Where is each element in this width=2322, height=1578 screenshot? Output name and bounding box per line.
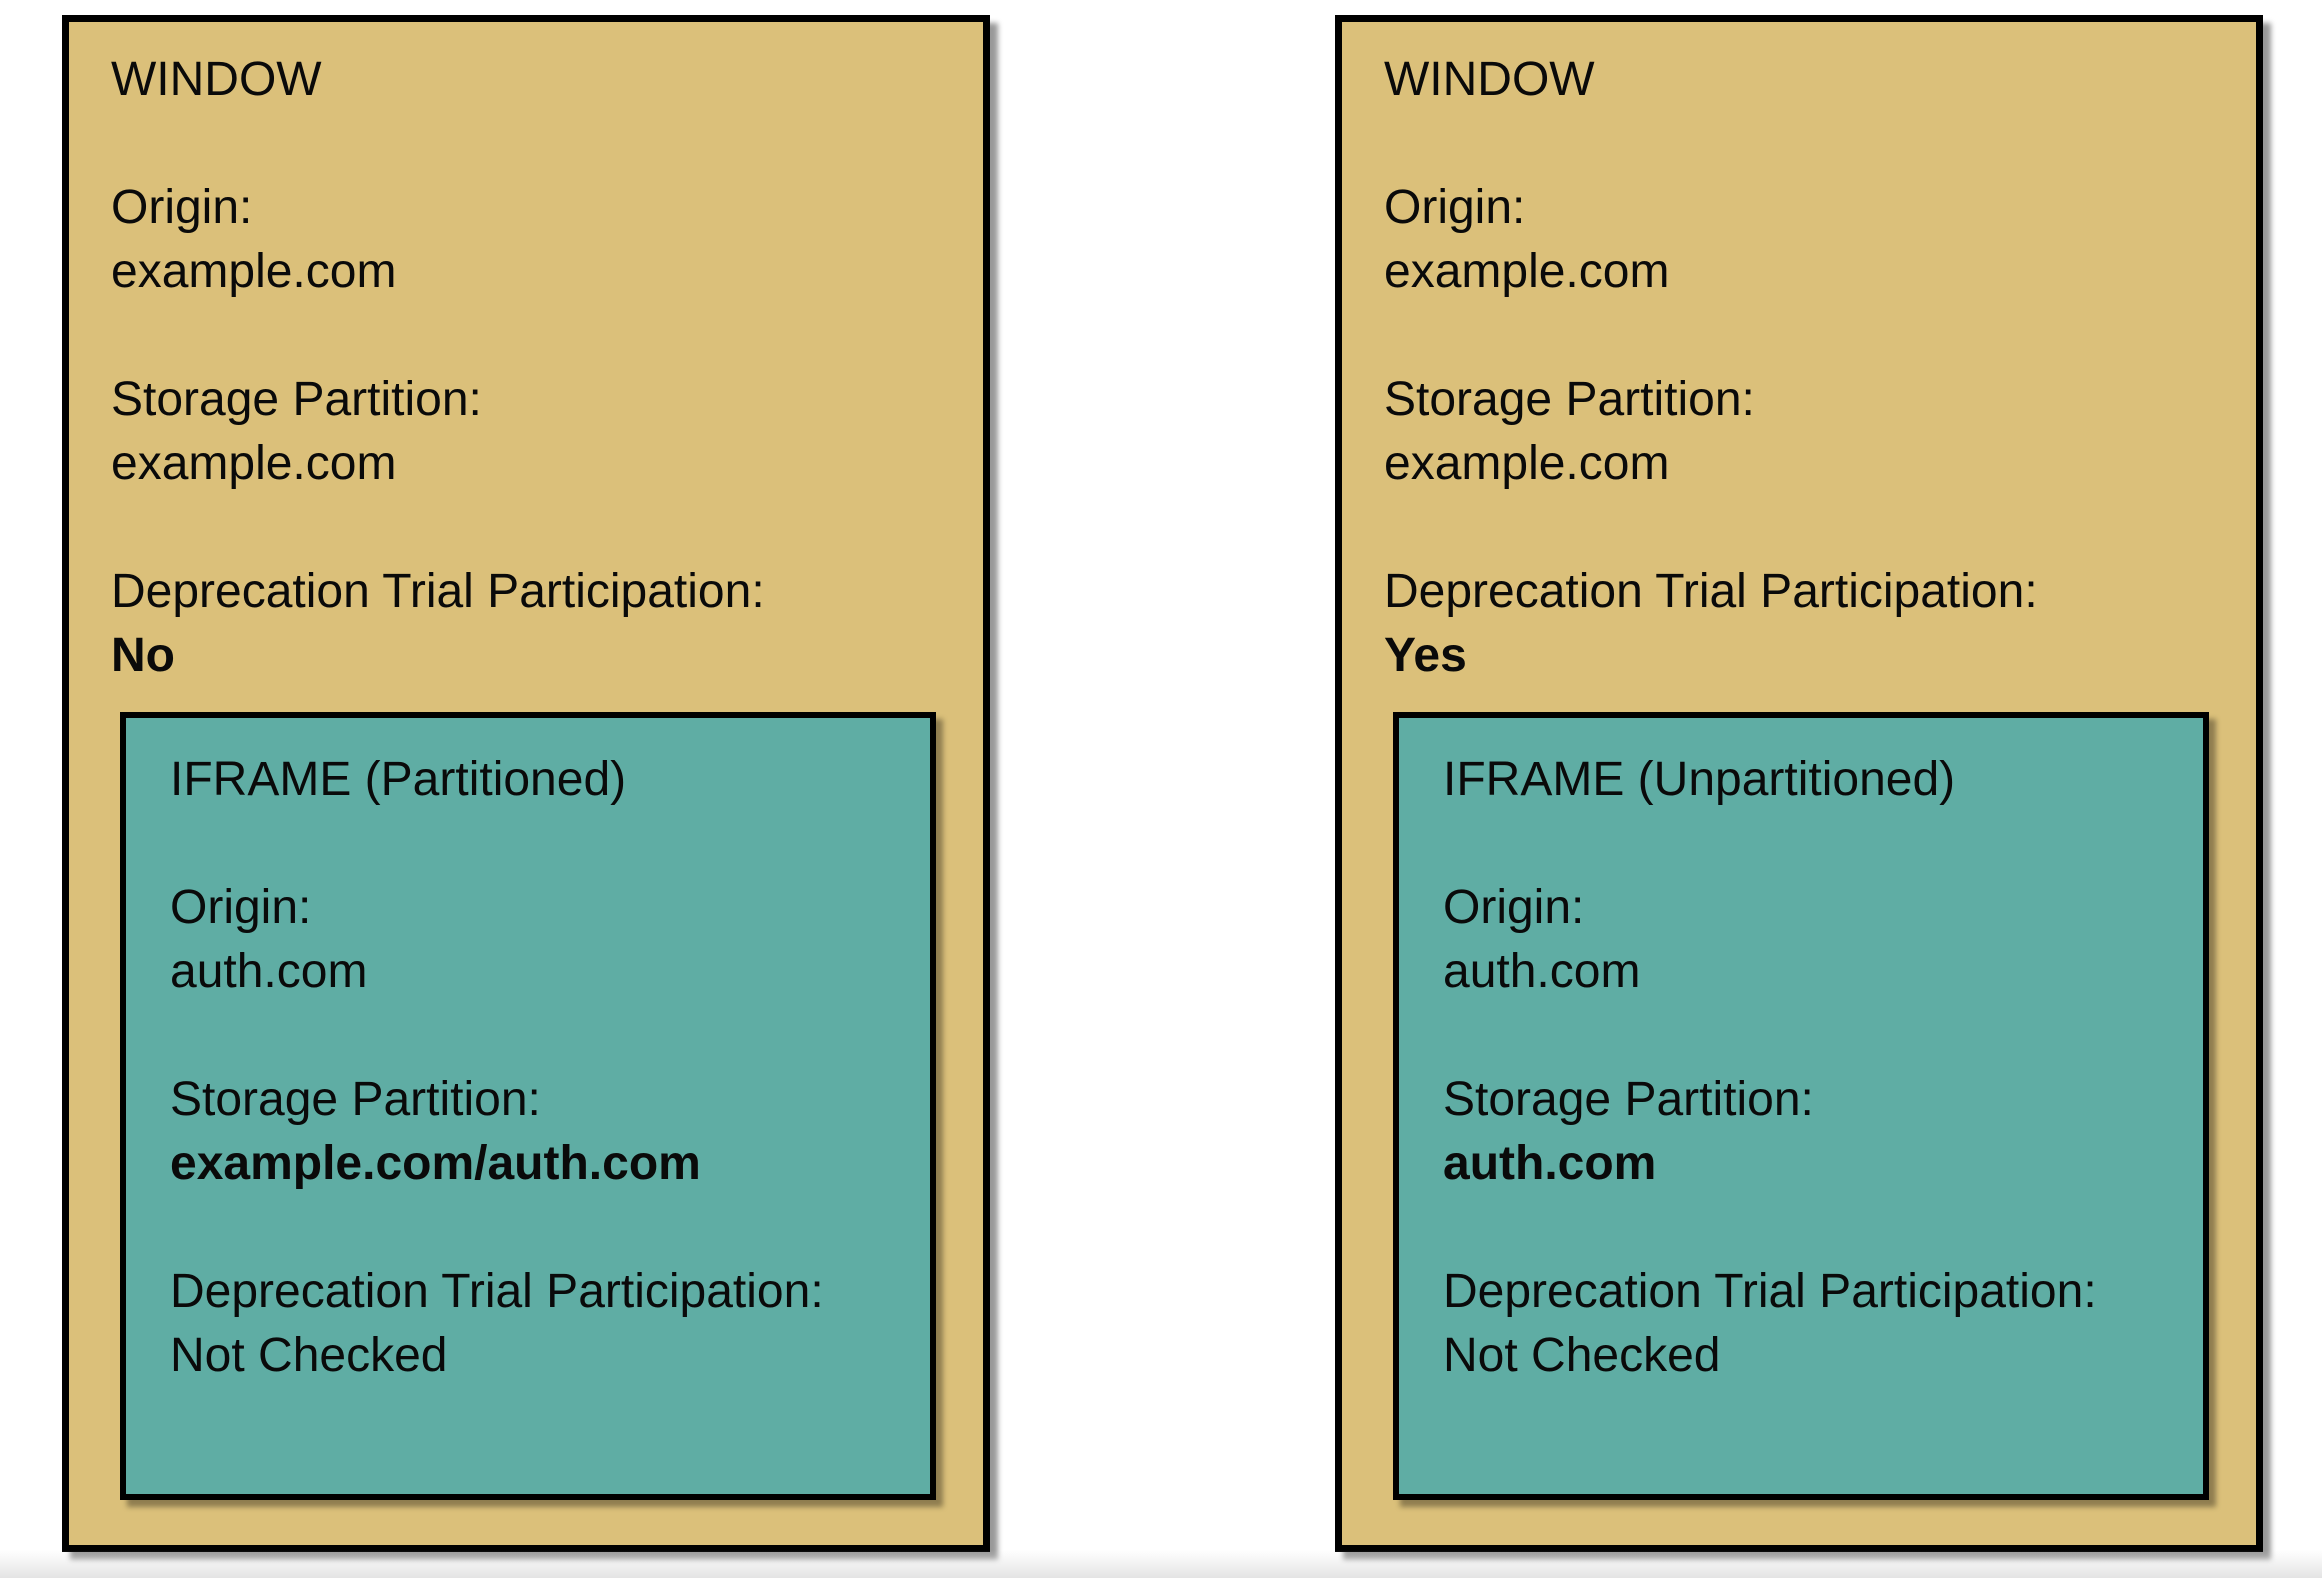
origin-label: Origin: [1384, 181, 1526, 234]
iframe-unpartitioned: IFRAME (Unpartitioned) Origin: auth.com … [1393, 712, 2209, 1500]
trial-participation-label: Deprecation Trial Participation: [111, 565, 765, 618]
iframe-origin-label: Origin: [1443, 881, 1585, 934]
iframe-trial-participation-value: Not Checked [170, 1329, 448, 1382]
iframe-title: IFRAME (Unpartitioned) [1443, 753, 1956, 806]
iframe-origin-value: auth.com [1443, 945, 1641, 998]
iframe-trial-participation-value: Not Checked [1443, 1329, 1721, 1382]
iframe-trial-participation-label: Deprecation Trial Participation: [1443, 1265, 2097, 1318]
iframe-origin-label: Origin: [170, 881, 312, 934]
page-bottom-fade [0, 1550, 2322, 1578]
iframe-storage-partition-value: auth.com [1443, 1137, 1657, 1190]
iframe-origin-value: auth.com [170, 945, 368, 998]
storage-partition-value: example.com [1384, 437, 1670, 490]
iframe-storage-partition-label: Storage Partition: [1443, 1073, 1814, 1126]
origin-value: example.com [1384, 245, 1670, 298]
storage-partition-label: Storage Partition: [111, 373, 482, 426]
trial-participation-label: Deprecation Trial Participation: [1384, 565, 2038, 618]
storage-partition-value: example.com [111, 437, 397, 490]
window-left: WINDOW Origin: example.com Storage Parti… [62, 15, 990, 1552]
iframe-storage-partition-label: Storage Partition: [170, 1073, 541, 1126]
window-title: WINDOW [1384, 53, 1595, 106]
iframe-title: IFRAME (Partitioned) [170, 753, 627, 806]
trial-participation-value: No [111, 629, 175, 682]
window-right: WINDOW Origin: example.com Storage Parti… [1335, 15, 2263, 1552]
window-title: WINDOW [111, 53, 322, 106]
iframe-storage-partition-value: example.com/auth.com [170, 1137, 701, 1190]
iframe-trial-participation-label: Deprecation Trial Participation: [170, 1265, 824, 1318]
iframe-partitioned: IFRAME (Partitioned) Origin: auth.com St… [120, 712, 936, 1500]
storage-partition-label: Storage Partition: [1384, 373, 1755, 426]
origin-label: Origin: [111, 181, 253, 234]
origin-value: example.com [111, 245, 397, 298]
trial-participation-value: Yes [1384, 629, 1467, 682]
